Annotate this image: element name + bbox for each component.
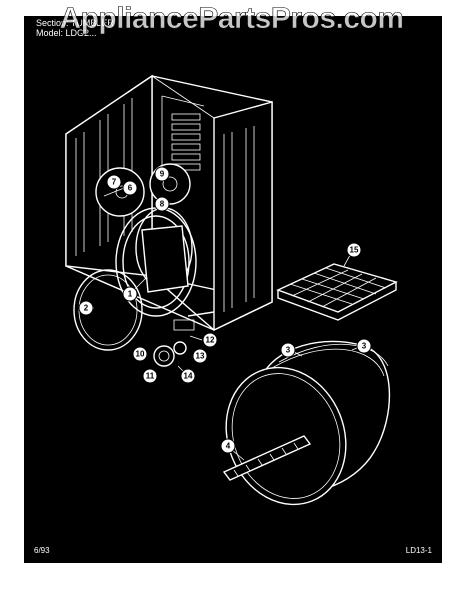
callout-14: 14 — [180, 368, 196, 384]
svg-text:2: 2 — [84, 304, 89, 313]
svg-text:10: 10 — [136, 350, 145, 359]
svg-text:3: 3 — [286, 346, 291, 355]
model-label: Model: LDG2... — [36, 28, 97, 38]
tumbler-drum — [225, 340, 391, 506]
callout-13: 13 — [192, 348, 208, 364]
svg-text:7: 7 — [112, 178, 117, 187]
section-label: Section: TUMBLER — [36, 18, 114, 28]
page-code: LD13-1 — [405, 546, 432, 555]
callout-11: 11 — [142, 368, 158, 384]
support-rack — [276, 263, 398, 321]
svg-text:4: 4 — [226, 442, 231, 451]
callout-3a: 3 — [280, 342, 296, 358]
callout-10: 10 — [132, 346, 148, 362]
front-bulkhead — [115, 207, 197, 317]
callout-9: 9 — [154, 166, 170, 182]
revision-date: 6/93 — [34, 546, 50, 555]
pulley-assembly — [153, 311, 215, 367]
callout-7: 7 — [106, 174, 122, 190]
svg-text:14: 14 — [184, 372, 193, 381]
svg-text:12: 12 — [206, 336, 215, 345]
callout-15: 15 — [346, 242, 362, 258]
svg-text:11: 11 — [146, 372, 155, 381]
callout-3b: 3 — [356, 338, 372, 354]
callout-4: 4 — [220, 438, 236, 454]
svg-text:15: 15 — [350, 246, 359, 255]
drum-baffle — [222, 435, 312, 481]
callout-12: 12 — [202, 332, 218, 348]
callout-2: 2 — [78, 300, 94, 316]
svg-text:13: 13 — [196, 352, 205, 361]
callout-1: 1 — [122, 286, 138, 302]
svg-text:9: 9 — [160, 170, 165, 179]
callout-8: 8 — [154, 196, 170, 212]
svg-text:1: 1 — [128, 290, 133, 299]
svg-text:3: 3 — [362, 342, 367, 351]
callout-layer: 1 2 3 3 4 6 7 8 9 10 11 12 13 14 15 — [78, 166, 372, 454]
watermark: AppliancePartsPros.com — [59, 2, 404, 36]
svg-text:6: 6 — [128, 184, 133, 193]
diagram-sheet: Section: TUMBLER Model: LDG2... — [24, 16, 442, 563]
svg-text:8: 8 — [160, 200, 165, 209]
callout-6: 6 — [122, 180, 138, 196]
